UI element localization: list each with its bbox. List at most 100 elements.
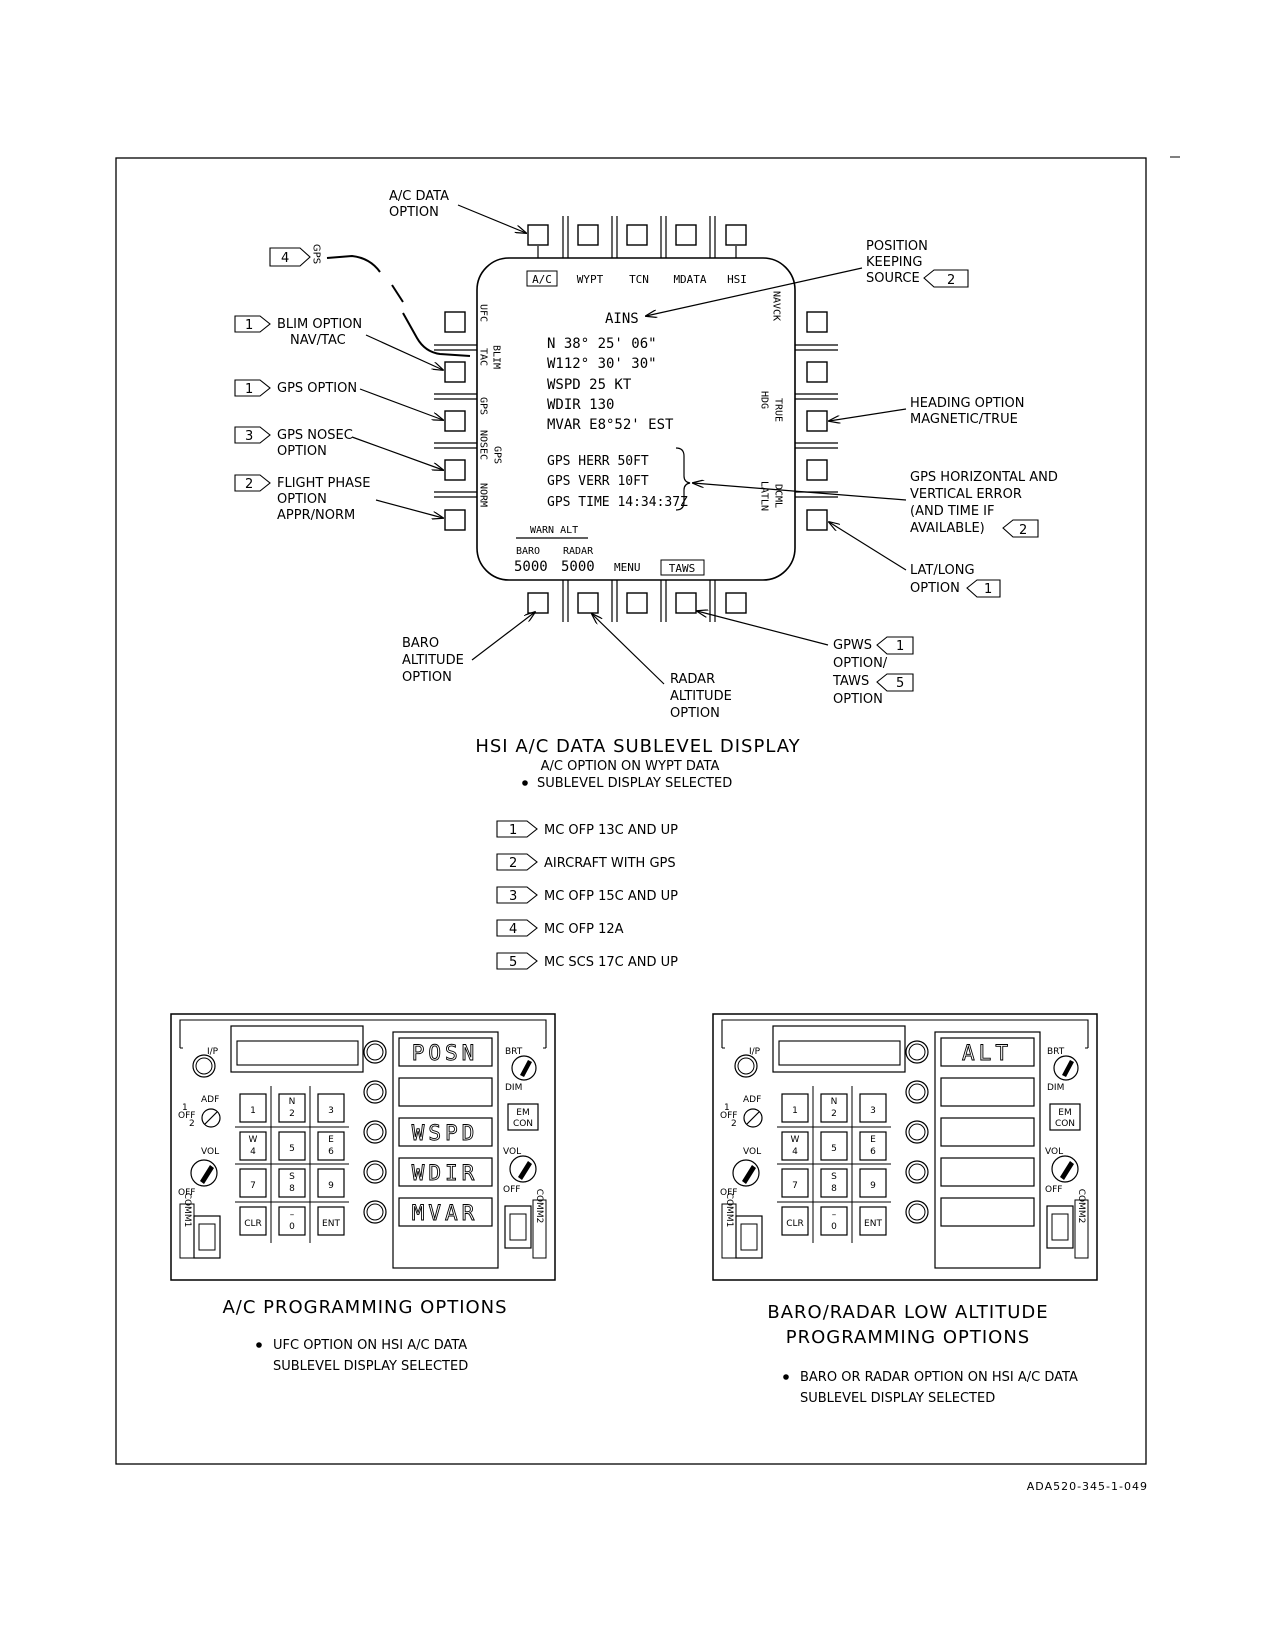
keypad-key[interactable]: 9 bbox=[859, 1168, 887, 1198]
option-window-frame bbox=[934, 1031, 1041, 1269]
keypad-key[interactable]: S8 bbox=[820, 1168, 848, 1198]
pushbutton-right-5[interactable] bbox=[806, 509, 828, 531]
callout-radar-alt-l2: ALTITUDE bbox=[670, 689, 732, 704]
latitude-readout: N 38° 25' 06" bbox=[547, 336, 657, 352]
option-select-button[interactable] bbox=[363, 1120, 387, 1144]
keypad-key[interactable]: E6 bbox=[317, 1131, 345, 1161]
keypad-key[interactable]: 1 bbox=[239, 1093, 267, 1123]
keypad-key[interactable]: E6 bbox=[859, 1131, 887, 1161]
pushbutton-left-4[interactable] bbox=[444, 459, 466, 481]
pushbutton-bottom-4[interactable] bbox=[675, 592, 697, 614]
option-select-button[interactable] bbox=[905, 1160, 929, 1184]
vol-knob-left[interactable] bbox=[190, 1159, 218, 1187]
option-select-button[interactable] bbox=[363, 1040, 387, 1064]
comm1-knob[interactable] bbox=[735, 1215, 763, 1259]
option-window bbox=[940, 1077, 1035, 1107]
keypad-key[interactable]: 3 bbox=[317, 1093, 345, 1123]
emcon-button[interactable] bbox=[507, 1103, 539, 1131]
tag-1-blim bbox=[234, 315, 271, 333]
legend-item: 4 MC OFP 12A bbox=[496, 919, 624, 937]
pushbutton-right-3[interactable] bbox=[806, 410, 828, 432]
keypad-key-face bbox=[317, 1168, 345, 1198]
vol-knob-right[interactable] bbox=[509, 1155, 537, 1183]
emcon-button[interactable] bbox=[1049, 1103, 1081, 1131]
keypad-key[interactable]: S8 bbox=[278, 1168, 306, 1198]
option-select-button[interactable] bbox=[905, 1040, 929, 1064]
tag-4-gps-text: GPS bbox=[311, 244, 322, 264]
keypad-key[interactable]: 7 bbox=[239, 1168, 267, 1198]
pushbutton-left-5[interactable] bbox=[444, 509, 466, 531]
keypad-key-label: ENT bbox=[864, 1219, 882, 1229]
option-select-button[interactable] bbox=[363, 1080, 387, 1104]
keypad-key[interactable]: 9 bbox=[317, 1168, 345, 1198]
pushbutton-bottom-1[interactable] bbox=[527, 592, 549, 614]
keypad-key[interactable]: 1 bbox=[781, 1093, 809, 1123]
pushbutton-top-2[interactable] bbox=[577, 224, 599, 246]
keypad-key[interactable]: 7 bbox=[781, 1168, 809, 1198]
keypad-key-face bbox=[859, 1093, 887, 1123]
pushbutton-left-1[interactable] bbox=[444, 311, 466, 333]
keypad-key-label: CLR bbox=[244, 1219, 262, 1229]
pushbutton-right-4[interactable] bbox=[806, 459, 828, 481]
pushbutton-top-3[interactable] bbox=[626, 224, 648, 246]
pushbutton-top-1[interactable] bbox=[527, 224, 549, 246]
comm2-knob[interactable] bbox=[504, 1205, 532, 1249]
keypad-key[interactable]: CLR bbox=[239, 1206, 267, 1236]
keypad-key[interactable]: CLR bbox=[781, 1206, 809, 1236]
keypad-key[interactable]: ENT bbox=[859, 1206, 887, 1236]
comm2-knob[interactable] bbox=[1046, 1205, 1074, 1249]
keypad-key[interactable]: N2 bbox=[278, 1093, 306, 1123]
brightness-knob[interactable] bbox=[511, 1055, 537, 1081]
comm1-knob[interactable] bbox=[193, 1215, 221, 1259]
keypad-key[interactable]: –0 bbox=[278, 1206, 306, 1236]
top-pushbuttons bbox=[527, 216, 747, 258]
option-select-button[interactable] bbox=[905, 1080, 929, 1104]
pushbutton-left-2[interactable] bbox=[444, 361, 466, 383]
callout-baro-alt-l3: OPTION bbox=[402, 670, 452, 685]
pushbutton-bottom-2[interactable] bbox=[577, 592, 599, 614]
adf-switch[interactable] bbox=[743, 1108, 763, 1128]
ac-label-box bbox=[526, 270, 558, 287]
brightness-knob[interactable] bbox=[1053, 1055, 1079, 1081]
pushbutton-right-1[interactable] bbox=[806, 311, 828, 333]
keypad-key[interactable]: W4 bbox=[239, 1131, 267, 1161]
callout-ac-data-l2: OPTION bbox=[389, 205, 439, 220]
pushbutton-right-2[interactable] bbox=[806, 361, 828, 383]
option-select-button[interactable] bbox=[905, 1120, 929, 1144]
ip-button[interactable] bbox=[192, 1054, 216, 1078]
keypad-key[interactable]: 5 bbox=[820, 1131, 848, 1161]
keypad-key-face bbox=[820, 1131, 848, 1161]
keypad-key[interactable]: W4 bbox=[781, 1131, 809, 1161]
pushbutton-top-4[interactable] bbox=[675, 224, 697, 246]
callout-gps-error-l1: GPS HORIZONTAL AND bbox=[910, 470, 1058, 485]
dim-label: DIM bbox=[505, 1083, 522, 1093]
keypad-key[interactable]: ENT bbox=[317, 1206, 345, 1236]
tag-1-latlong-number: 1 bbox=[984, 582, 992, 597]
callout-heading-l2: MAGNETIC/TRUE bbox=[910, 412, 1018, 427]
vol-knob-right[interactable] bbox=[1051, 1155, 1079, 1183]
gps-leader-2 bbox=[391, 284, 404, 303]
keypad-key[interactable]: N2 bbox=[820, 1093, 848, 1123]
keypad-key[interactable]: 3 bbox=[859, 1093, 887, 1123]
pushbutton-left-3[interactable] bbox=[444, 410, 466, 432]
keypad-key[interactable]: 5 bbox=[278, 1131, 306, 1161]
legend-text: MC OFP 15C AND UP bbox=[544, 889, 678, 904]
keypad-key[interactable]: –0 bbox=[820, 1206, 848, 1236]
pushbutton-bottom-5[interactable] bbox=[725, 592, 747, 614]
right-panel-note-1: BARO OR RADAR OPTION ON HSI A/C DATA bbox=[800, 1370, 1078, 1385]
wind-direction-readout: WDIR 130 bbox=[547, 397, 614, 413]
vol-knob-left[interactable] bbox=[732, 1159, 760, 1187]
pushbutton-top-5[interactable] bbox=[725, 224, 747, 246]
option-select-button[interactable] bbox=[905, 1200, 929, 1224]
option-select-button[interactable] bbox=[363, 1160, 387, 1184]
callout-gps-error-l3: (AND TIME IF bbox=[910, 504, 994, 519]
ip-button[interactable] bbox=[734, 1054, 758, 1078]
pushbutton-bottom-3[interactable] bbox=[626, 592, 648, 614]
adf-switch[interactable] bbox=[201, 1108, 221, 1128]
callout-gpws-l4: OPTION bbox=[833, 692, 883, 707]
option-select-button[interactable] bbox=[363, 1200, 387, 1224]
longitude-readout: W112° 30' 30" bbox=[547, 356, 657, 372]
tag-3-nosec-number: 3 bbox=[245, 429, 253, 444]
